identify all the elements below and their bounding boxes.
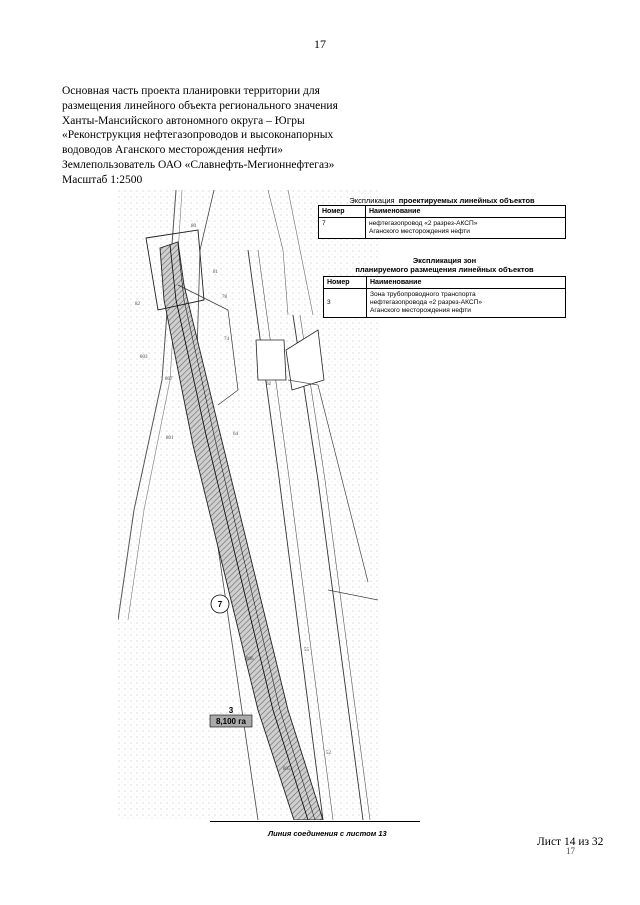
- legend-title: Экспликация проектируемых линейных объек…: [349, 196, 535, 205]
- zone-number: 3: [229, 706, 234, 715]
- site-outline: [177, 284, 239, 406]
- zone-area: 8,100 га: [216, 717, 247, 726]
- col-number: Номер: [323, 276, 367, 289]
- building-outline: [285, 329, 325, 391]
- branch-line: [287, 379, 369, 583]
- road-line: [287, 190, 314, 316]
- legend-subtitle: планируемого размещения линейных объекто…: [355, 265, 534, 274]
- branch-line: [327, 589, 379, 601]
- corner-label: 807: [165, 377, 173, 382]
- road-line: [247, 249, 324, 820]
- col-name: Наименование: [365, 205, 566, 218]
- object-marker: [210, 594, 230, 614]
- legend-title: Экспликация зон: [412, 256, 477, 265]
- point-label: 82: [135, 302, 141, 307]
- corner-label: 801: [166, 436, 174, 441]
- pipeline-zone: [159, 241, 324, 820]
- road-line: [257, 249, 334, 820]
- join-line: [210, 821, 420, 822]
- join-label: Линия соединения с листом 13: [268, 829, 387, 838]
- road-line: [267, 190, 289, 316]
- header-line: «Реконструкция нефтегазопроводов и высок…: [62, 129, 334, 142]
- point-label: 78: [222, 295, 228, 300]
- row-number: 3: [323, 288, 367, 318]
- point-label: 81: [213, 270, 219, 275]
- row-name: нефтегазопровод «2 разрез-АКСП»Аганского…: [365, 217, 566, 239]
- col-name: Наименование: [366, 276, 566, 289]
- legend-table: Номер Наименование 3 Зона трубопроводног…: [323, 276, 566, 318]
- header-line: водоводов Аганского месторождения нефти»: [62, 144, 284, 157]
- scale-line: Масштаб 1:2500: [62, 173, 143, 186]
- document-header: Основная часть проекта планировки террит…: [62, 84, 362, 188]
- point-label: 64: [233, 432, 239, 437]
- header-line: Ханты-Мансийского автономного округа – Ю…: [62, 114, 305, 127]
- object-number: 7: [218, 600, 223, 609]
- legend-linear-objects: Экспликация проектируемых линейных объек…: [318, 196, 566, 239]
- corner-label: 805: [283, 767, 291, 772]
- point-label: 52: [326, 751, 332, 756]
- header-line: Землепользователь ОАО «Славнефть-Мегионн…: [62, 158, 335, 171]
- point-label: 74: [224, 337, 230, 342]
- pipeline-axis: [177, 244, 316, 820]
- header-line: размещения линейного объекта регионально…: [62, 99, 338, 112]
- pipeline-axis: [169, 244, 309, 820]
- zone-area-box: [209, 714, 253, 728]
- corner-label: 806: [246, 657, 254, 662]
- sheet-overprint: 17: [566, 846, 575, 856]
- row-number: 7: [318, 217, 366, 239]
- point-label: 62: [266, 382, 272, 387]
- building-outline: [255, 339, 287, 381]
- legend-zones: Экспликация зон планируемого размещения …: [323, 256, 566, 318]
- site-outline: [145, 229, 205, 311]
- sheet-number: Лист 14 из 32: [537, 836, 604, 848]
- point-label: 55: [304, 648, 310, 653]
- corner-label: 803: [140, 355, 148, 360]
- legend-table: Номер Наименование 7 нефтегазопровод «2 …: [318, 205, 566, 239]
- point-label: 80: [191, 224, 197, 229]
- header-line: Основная часть проекта планировки террит…: [62, 85, 320, 97]
- col-number: Номер: [318, 205, 366, 218]
- page-number: 17: [314, 37, 326, 51]
